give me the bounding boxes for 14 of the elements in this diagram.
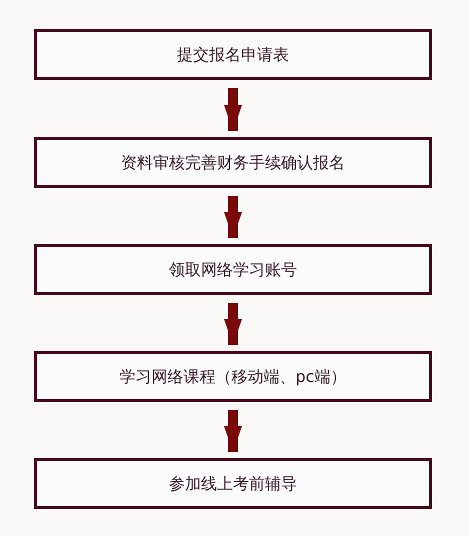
step-text: 学习网络课程（移动端、pc端） bbox=[120, 366, 346, 388]
process-box bbox=[34, 351, 432, 402]
process-box bbox=[34, 137, 432, 188]
step-text: 提交报名申请表 bbox=[177, 44, 289, 66]
process-box bbox=[34, 29, 432, 80]
down-arrow bbox=[224, 88, 242, 131]
down-arrow bbox=[224, 410, 242, 452]
process-box bbox=[34, 244, 432, 295]
down-arrow bbox=[224, 303, 242, 345]
step-text: 领取网络学习账号 bbox=[169, 258, 297, 280]
down-arrow bbox=[224, 196, 242, 238]
process-box bbox=[34, 458, 432, 509]
step-text: 资料审核完善财务手续确认报名 bbox=[121, 152, 345, 174]
step-text: 参加线上考前辅导 bbox=[169, 472, 297, 494]
